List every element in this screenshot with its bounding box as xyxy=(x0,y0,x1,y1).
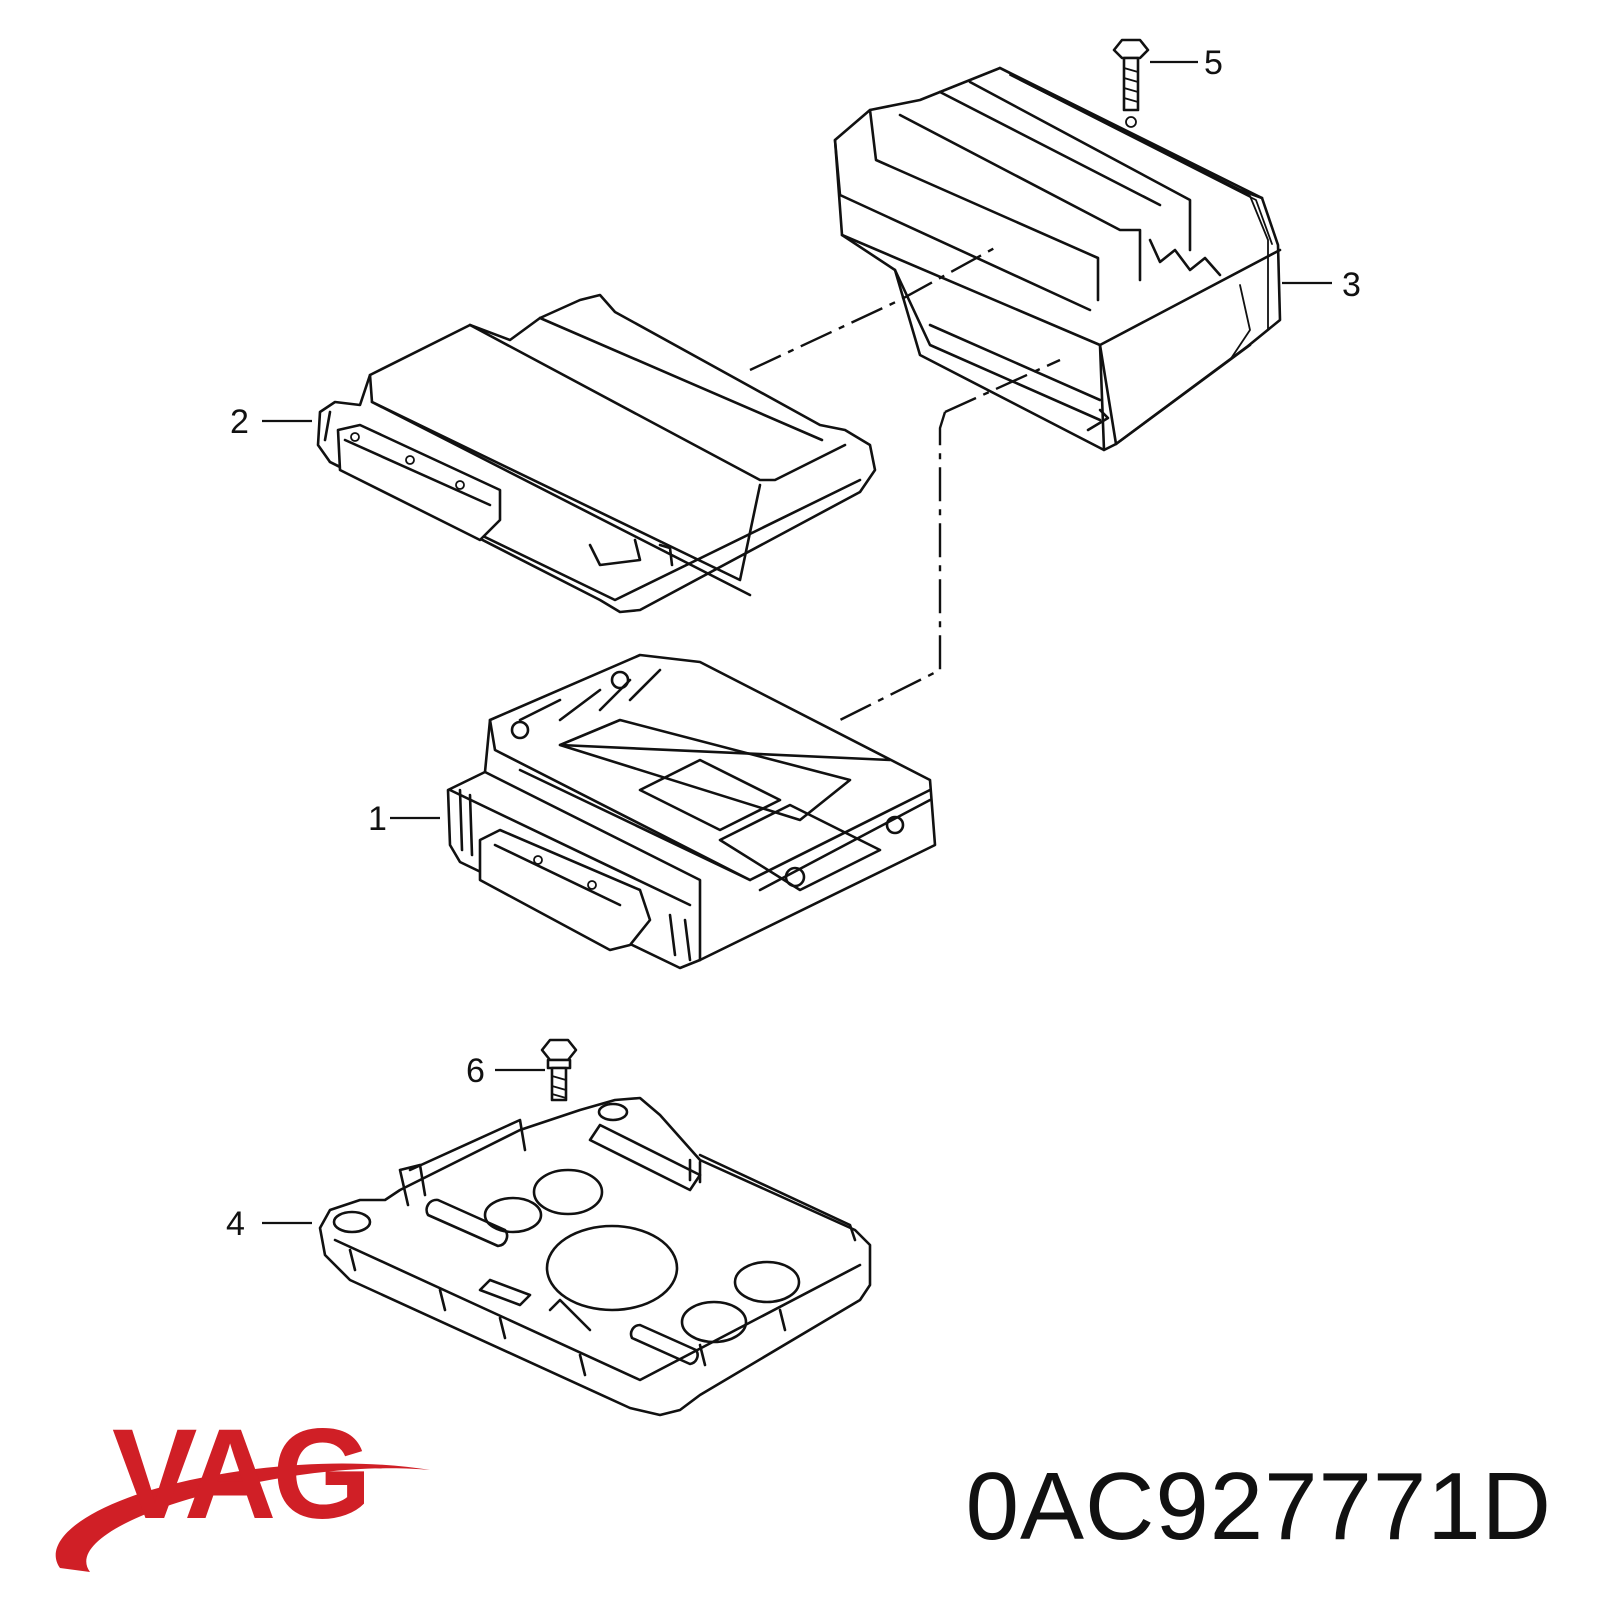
assembly-lines xyxy=(749,243,1061,722)
vag-logo-swoosh xyxy=(55,1463,430,1572)
callout-2-label: 2 xyxy=(230,403,249,441)
part-1-control-unit xyxy=(446,653,937,970)
part-6-bolt xyxy=(540,1038,578,1102)
part-4-base-plate xyxy=(318,1096,872,1417)
callout-4-label: 4 xyxy=(226,1205,245,1243)
callout-5: 5 xyxy=(1150,44,1223,82)
callout-2: 2 xyxy=(230,403,312,441)
callout-6: 6 xyxy=(466,1052,545,1090)
callout-6-label: 6 xyxy=(466,1052,485,1090)
vag-logo-text: VAG xyxy=(112,1403,368,1546)
part-5-bolt xyxy=(1112,38,1150,128)
callout-1: 1 xyxy=(368,800,440,838)
callout-3: 3 xyxy=(1282,266,1361,304)
part-number: 0AC927771D xyxy=(965,1453,1552,1560)
vag-logo: VAG xyxy=(55,1403,430,1572)
callout-4: 4 xyxy=(226,1205,312,1243)
part-3-housing xyxy=(833,66,1282,452)
callout-5-label: 5 xyxy=(1204,44,1223,82)
callout-3-label: 3 xyxy=(1342,266,1361,304)
callout-1-label: 1 xyxy=(368,800,387,838)
part-2-cover xyxy=(316,293,877,614)
